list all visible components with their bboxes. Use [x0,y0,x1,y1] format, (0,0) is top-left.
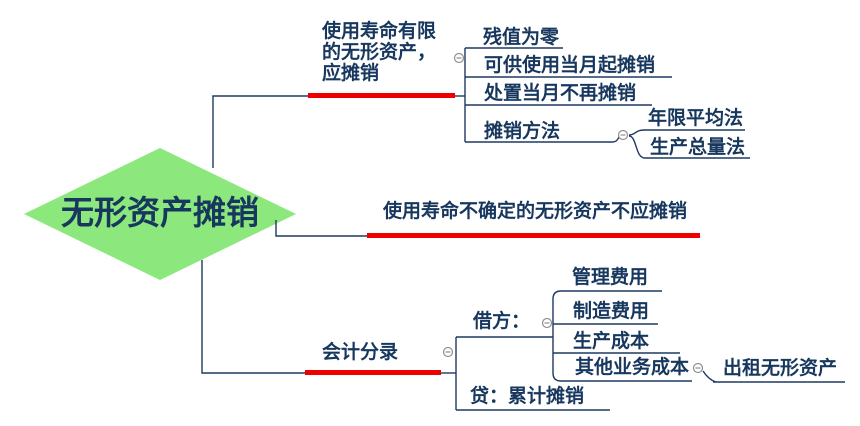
node-limited-life[interactable]: 使用寿命有限 的无形资产， 应摊销 [322,21,436,84]
node-accounting-entry[interactable]: 会计分录 [322,342,399,363]
node-limited-life-line3: 应摊销 [322,63,380,84]
node-rental-intangible[interactable]: 出租无形资产 [723,358,838,379]
fold-minus-icon-method[interactable] [617,129,629,141]
node-indefinite-life[interactable]: 使用寿命不确定的无形资产不应摊销 [383,201,688,222]
fold-minus-icon-debit[interactable] [541,317,553,329]
node-amortize-method[interactable]: 摊销方法 [484,121,561,142]
node-debit[interactable]: 借方： [473,311,531,332]
connector-lines [201,47,845,411]
root-diamond-shape[interactable] [24,148,296,280]
branch3-connector [201,260,305,374]
root-node[interactable]: 无形资产摊销 [61,196,259,232]
debit-children-bracket [552,290,562,382]
rental-connector [702,370,717,383]
fold-minus-icon-branch1[interactable] [453,52,465,64]
underline-straight-line-method [628,129,745,136]
red-underlines [305,93,700,375]
node-residual-zero[interactable]: 残值为零 [483,27,560,48]
node-manufacturing-expense[interactable]: 制造费用 [573,301,650,322]
node-straight-line-method[interactable]: 年限平均法 [648,108,744,129]
node-production-method[interactable]: 生产总量法 [650,137,746,158]
fold-icons [442,52,704,374]
branch2-connector [275,220,367,237]
node-credit[interactable]: 贷：累计摊销 [470,386,585,407]
node-limited-life-line1: 使用寿命有限 [322,21,437,42]
fold-minus-icon-entry[interactable] [442,346,454,358]
node-production-cost[interactable]: 生产成本 [573,331,650,352]
underline-production-method [628,135,750,159]
node-admin-expense[interactable]: 管理费用 [572,267,649,288]
branch1-connector [212,95,308,168]
fold-minus-icon-other-cost[interactable] [692,362,704,374]
node-stop-on-disposal[interactable]: 处置当月不再摊销 [484,83,637,104]
node-limited-life-line2: 的无形资产， [322,42,437,63]
node-other-business-cost[interactable]: 其他业务成本 [575,357,690,378]
node-amortize-from-month[interactable]: 可供使用当月起摊销 [484,55,656,76]
